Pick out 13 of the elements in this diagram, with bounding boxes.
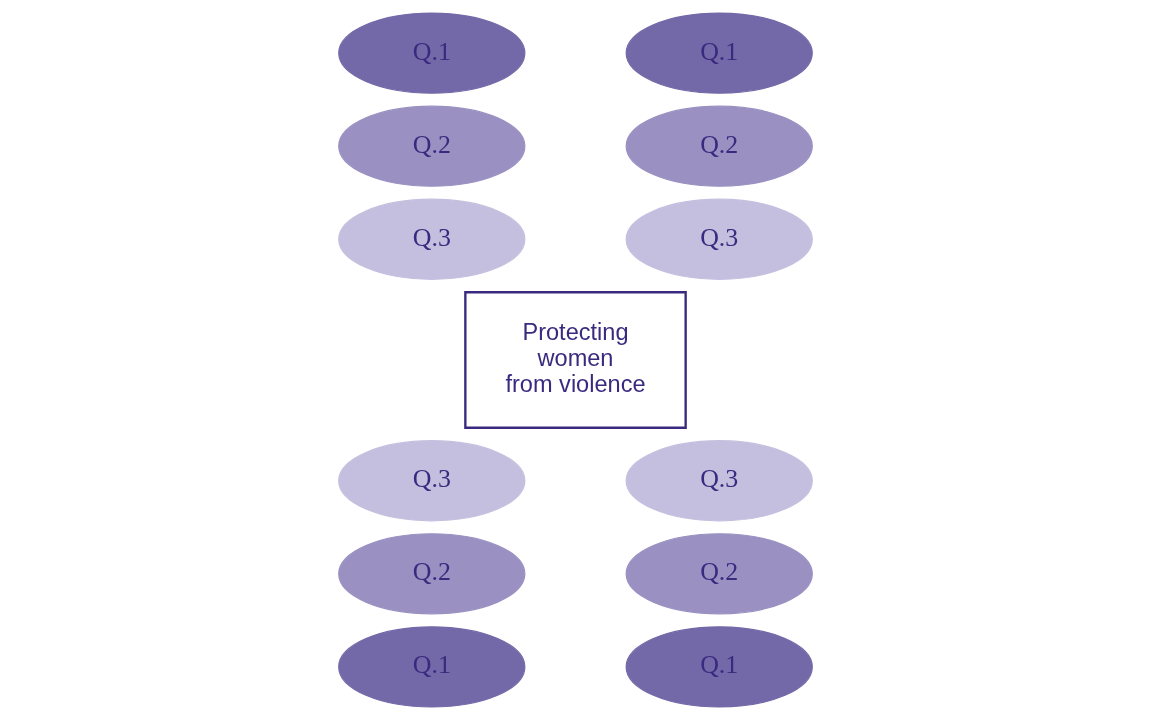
node-ellipse: Q.2 (625, 105, 813, 187)
node-ellipse: Q.1 (337, 12, 525, 94)
node-box: Protecting women from violence (463, 291, 687, 429)
node-ellipse: Q.2 (625, 533, 813, 615)
node-ellipse: Q.2 (337, 533, 525, 615)
node-ellipse: Q.3 (337, 198, 525, 280)
node-ellipse: Q.3 (337, 440, 525, 522)
node-ellipse: Q.1 (337, 626, 525, 708)
node-ellipse: Q.3 (625, 198, 813, 280)
node-ellipse: Q.1 (625, 626, 813, 708)
node-ellipse: Q.2 (337, 105, 525, 187)
node-ellipse: Q.3 (625, 440, 813, 522)
node-ellipse: Q.1 (625, 12, 813, 94)
